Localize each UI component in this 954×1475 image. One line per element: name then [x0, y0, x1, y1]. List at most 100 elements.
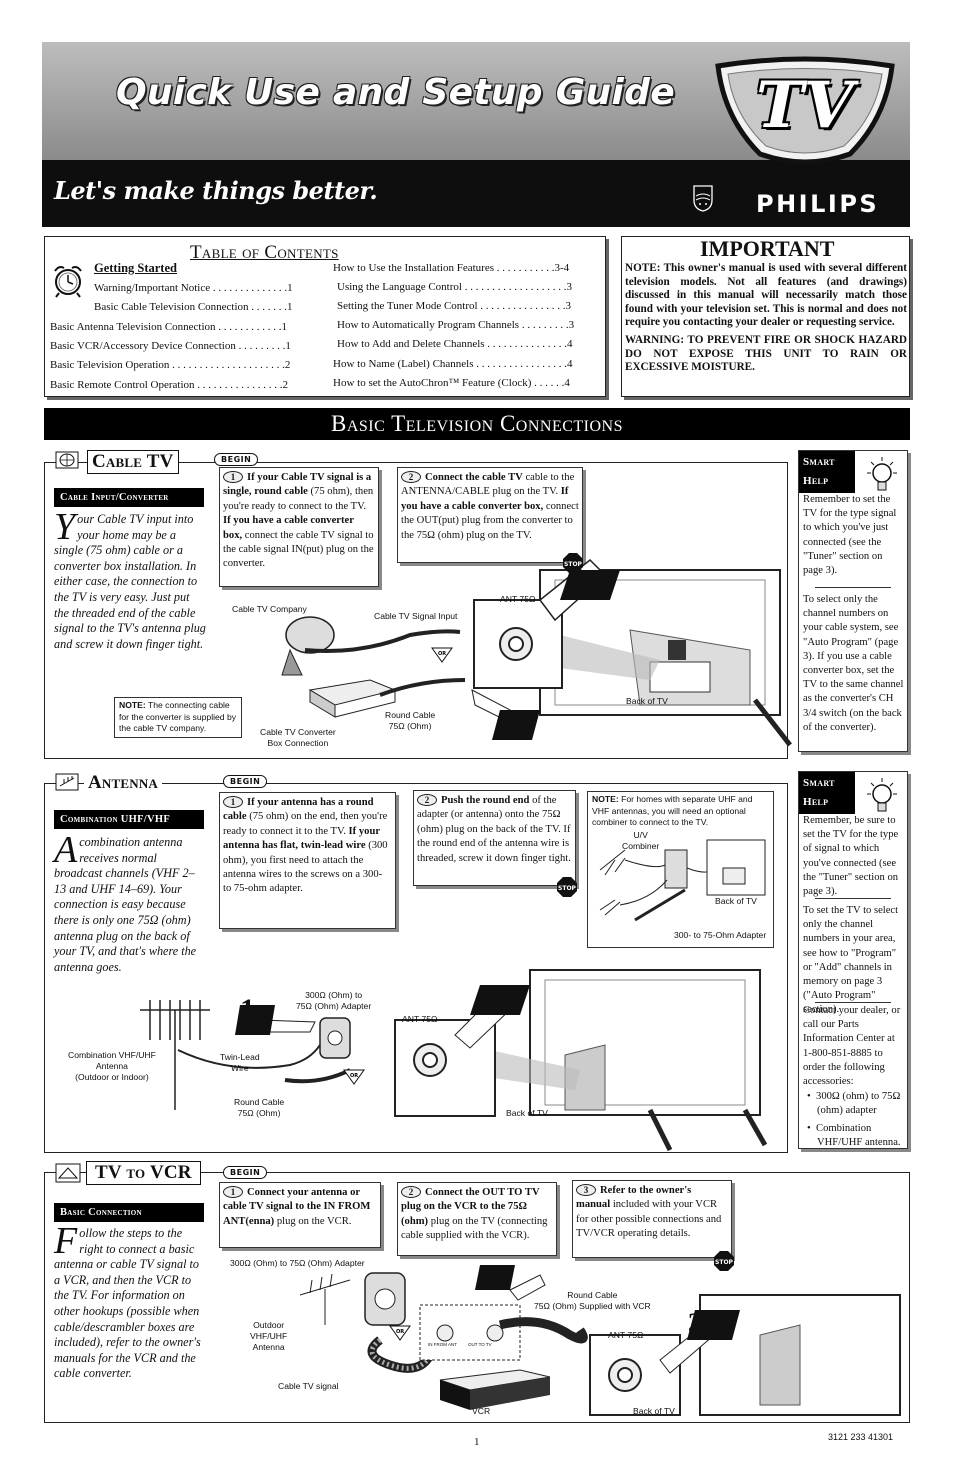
toc-right-3[interactable]: Setting the Tuner Mode Control . . . . .…	[337, 300, 572, 312]
divider	[815, 587, 891, 588]
document-code: 3121 233 41301	[828, 1432, 894, 1442]
toc-left-2[interactable]: Basic Cable Television Connection . . . …	[94, 301, 293, 313]
cap-vcr-ant: ANT 75Ω	[608, 1330, 644, 1340]
cap-vcr-back: Back of TV	[633, 1406, 675, 1416]
step-number-2: 2	[401, 471, 421, 483]
antenna-section-label: Antenna	[84, 772, 163, 794]
or-arrow-icon: OR	[431, 647, 453, 663]
toc-left-6[interactable]: Basic Remote Control Operation . . . . .…	[50, 379, 288, 391]
combiner-illustration	[595, 830, 770, 940]
lightbulb-icon	[861, 455, 903, 497]
cable-note: NOTE: The connecting cable for the conve…	[114, 697, 242, 738]
important-note: NOTE: This owner's manual is used with s…	[625, 262, 907, 329]
cap-vcr-vcr: VCR	[472, 1406, 491, 1416]
cable-step2-text: cable to the ANTENNA/CABLE plug on the T…	[401, 472, 575, 498]
svg-text:OR: OR	[438, 651, 446, 657]
toc-right-5[interactable]: How to Add and Delete Channels . . . . .…	[337, 338, 573, 350]
vcr-illustration	[240, 1265, 910, 1425]
cap-vcr-infrom: IN FROM ANT	[428, 1342, 457, 1347]
toc-left-4[interactable]: Basic VCR/Accessory Device Connection . …	[50, 340, 291, 352]
vcr-step-1-callout: 1	[490, 1262, 503, 1291]
cap-back-small: Back of TV	[715, 896, 757, 906]
vcr-subheading: Basic Connection	[54, 1203, 204, 1222]
cable-step1-bold: If your Cable TV signal is a single, rou…	[223, 472, 372, 498]
cable-globe-icon	[55, 451, 79, 469]
philips-shield-icon	[692, 184, 714, 212]
important-title: IMPORTANT	[700, 236, 835, 261]
or-arrow-icon: OR	[343, 1069, 365, 1085]
table-of-contents	[44, 236, 606, 397]
cable-step1-text: (75 ohm), then you're ready to connect t…	[223, 486, 374, 512]
stop-sign-icon: STOP	[562, 552, 584, 574]
cap-vcr-cable: Cable TV signal	[278, 1381, 339, 1391]
svg-text:OR: OR	[396, 1329, 404, 1335]
cap-adapter-small: 300- to 75-Ohm Adapter	[674, 930, 767, 940]
stop-sign-icon: STOP	[713, 1250, 735, 1272]
toc-getting-started: Getting Started	[94, 261, 177, 275]
cap-vcr-outto: OUT TO TV	[468, 1342, 492, 1347]
vcr-section-label: TV to VCR	[86, 1161, 201, 1185]
toc-left-5[interactable]: Basic Television Operation . . . . . . .…	[50, 359, 291, 371]
step-number-1: 1	[223, 471, 243, 483]
important-text: NOTE: This owner's manual is used with s…	[625, 262, 907, 375]
cap-cable-round: Round Cable 75Ω (Ohm)	[385, 710, 436, 731]
svg-text:STOP: STOP	[715, 1259, 734, 1266]
vcr-icon	[55, 1163, 81, 1183]
cap-antenna-ant: ANT 75Ω	[402, 1014, 438, 1024]
cap-cable-back: Back of TV	[626, 696, 668, 706]
antenna-smart-text-3: Contact your dealer, or call our Parts I…	[803, 1005, 901, 1088]
tv-badge-text: TV	[756, 68, 854, 143]
tagline: Let's make things better.	[54, 176, 378, 205]
antenna-section-frame	[44, 783, 788, 1153]
antenna-dropcap: A	[54, 829, 78, 871]
toc-right-2[interactable]: Using the Language Control . . . . . . .…	[337, 281, 572, 293]
cap-vcr-adapter: 300Ω (Ohm) to 75Ω (Ohm) Adapter	[230, 1258, 365, 1268]
cap-vcr-outdoor: Outdoor VHF/UHF Antenna	[250, 1320, 288, 1352]
cable-section-label: Cable TV	[87, 450, 179, 474]
or-arrow-icon: OR	[389, 1325, 411, 1341]
vcr-section-frame	[44, 1172, 910, 1423]
toc-left-1[interactable]: Warning/Important Notice . . . . . . . .…	[94, 282, 293, 294]
header-banner: Quick Use and Setup Guide Let's make thi…	[42, 42, 910, 227]
cap-twin-lead: Twin-Lead Wire	[220, 1052, 260, 1073]
section-title: Basic Television Connections	[44, 408, 910, 440]
page-number: 1	[474, 1436, 480, 1448]
cable-step-1-callout: 1	[508, 706, 523, 739]
cable-illustration	[210, 540, 792, 755]
important-box	[621, 236, 910, 397]
cap-cable-company: Cable TV Company	[232, 604, 307, 614]
cap-cable-converter: Cable TV Converter Box Connection	[260, 727, 336, 748]
toc-right-4[interactable]: How to Automatically Program Channels . …	[337, 319, 575, 331]
cable-subheading: Cable Input/Converter	[54, 488, 204, 507]
cap-combiner: U/V Combiner	[622, 830, 660, 851]
antenna-smart-text-2: To set the TV to select only the channel…	[803, 905, 899, 1016]
cable-step2-bold2: If you have a cable converter box,	[401, 486, 569, 512]
antenna-step-1-callout: 1	[240, 993, 255, 1026]
stop-sign-icon: STOP	[556, 876, 578, 898]
antenna-intro-text: combination antenna receives normal broa…	[54, 835, 197, 974]
toc-right-6[interactable]: How to Name (Label) Channels . . . . . .…	[333, 358, 573, 370]
cable-smart-text-2: To select only the channel numbers on yo…	[803, 594, 904, 733]
antenna-step-2-callout: 2	[500, 983, 515, 1016]
cable-step2-bold: Connect the cable TV	[425, 472, 523, 483]
toc-title: Table of Contents	[190, 242, 339, 263]
cable-step1-bold2: If you have a cable converter box,	[223, 515, 354, 541]
vcr-begin-badge: BEGIN	[223, 1166, 268, 1179]
toc-right-7[interactable]: How to set the AutoChron™ Feature (Clock…	[333, 377, 570, 389]
cap-vcr-round: Round Cable 75Ω (Ohm) Supplied with VCR	[534, 1290, 651, 1311]
antenna-bullet-2: • Combination VHF/UHF antenna.	[807, 1123, 901, 1149]
cable-intro-text: our Cable TV input into your home may be…	[54, 512, 206, 651]
guide-title: Quick Use and Setup Guide	[116, 72, 675, 113]
toc-left-3[interactable]: Basic Antenna Television Connection . . …	[50, 321, 288, 333]
toc-right-1[interactable]: How to Use the Installation Features . .…	[333, 262, 570, 274]
cable-step1-text2: connect the cable TV signal to the cable…	[223, 529, 374, 570]
